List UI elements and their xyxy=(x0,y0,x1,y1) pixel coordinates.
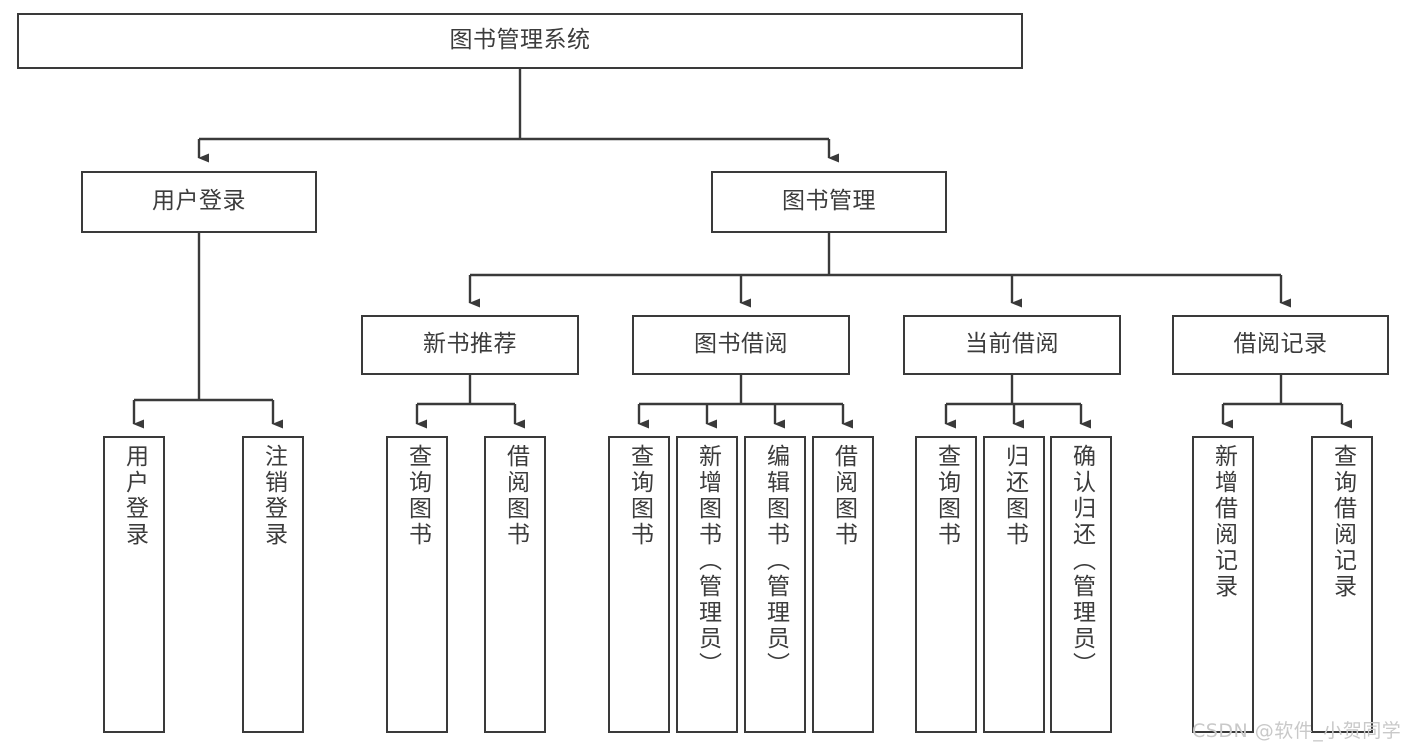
node-label: 归还图书 xyxy=(1001,444,1028,548)
node-book-borrow[interactable]: 图书借阅 xyxy=(632,315,850,375)
node-label: 确认归还（管理员） xyxy=(1068,444,1095,678)
node-label: 用户登录 xyxy=(152,188,246,215)
node-label: 查询图书 xyxy=(933,444,960,548)
leaf-borrow-book-bb[interactable]: 借阅图书 xyxy=(812,436,874,733)
leaf-add-book-admin[interactable]: 新增图书（管理员） xyxy=(676,436,738,733)
node-label: 查询借阅记录 xyxy=(1329,444,1356,600)
leaf-confirm-return-admin[interactable]: 确认归还（管理员） xyxy=(1050,436,1112,733)
node-label: 图书管理系统 xyxy=(449,27,591,54)
node-label: 查询图书 xyxy=(626,444,653,548)
leaf-return-book[interactable]: 归还图书 xyxy=(983,436,1045,733)
node-label: 借阅记录 xyxy=(1233,331,1328,358)
leaf-query-borrow-record[interactable]: 查询借阅记录 xyxy=(1311,436,1373,733)
node-book-management[interactable]: 图书管理 xyxy=(711,171,947,233)
node-label: 查询图书 xyxy=(404,444,431,548)
node-label: 借阅图书 xyxy=(830,444,857,548)
node-label: 新增借阅记录 xyxy=(1210,444,1237,600)
leaf-logout[interactable]: 注销登录 xyxy=(242,436,304,733)
node-user-login[interactable]: 用户登录 xyxy=(81,171,317,233)
leaf-add-borrow-record[interactable]: 新增借阅记录 xyxy=(1192,436,1254,733)
node-label: 图书管理 xyxy=(782,188,876,215)
node-label: 新增图书（管理员） xyxy=(694,444,721,678)
node-label: 图书借阅 xyxy=(694,331,788,358)
node-label: 当前借阅 xyxy=(965,331,1059,358)
node-label: 新书推荐 xyxy=(423,331,517,358)
node-label: 编辑图书（管理员） xyxy=(762,444,789,678)
leaf-edit-book-admin[interactable]: 编辑图书（管理员） xyxy=(744,436,806,733)
node-label: 借阅图书 xyxy=(502,444,529,548)
node-current-borrow[interactable]: 当前借阅 xyxy=(903,315,1121,375)
node-borrow-record[interactable]: 借阅记录 xyxy=(1172,315,1389,375)
leaf-user-login[interactable]: 用户登录 xyxy=(103,436,165,733)
node-root-system[interactable]: 图书管理系统 xyxy=(17,13,1023,69)
leaf-query-book-bb[interactable]: 查询图书 xyxy=(608,436,670,733)
leaf-query-book-nbr[interactable]: 查询图书 xyxy=(386,436,448,733)
node-label: 用户登录 xyxy=(121,444,148,548)
node-label: 注销登录 xyxy=(260,444,287,548)
leaf-borrow-book-nbr[interactable]: 借阅图书 xyxy=(484,436,546,733)
node-new-book-recommendation[interactable]: 新书推荐 xyxy=(361,315,579,375)
leaf-query-book-cb[interactable]: 查询图书 xyxy=(915,436,977,733)
csdn-watermark: CSDN @软件_小贺同学 xyxy=(1192,720,1402,742)
